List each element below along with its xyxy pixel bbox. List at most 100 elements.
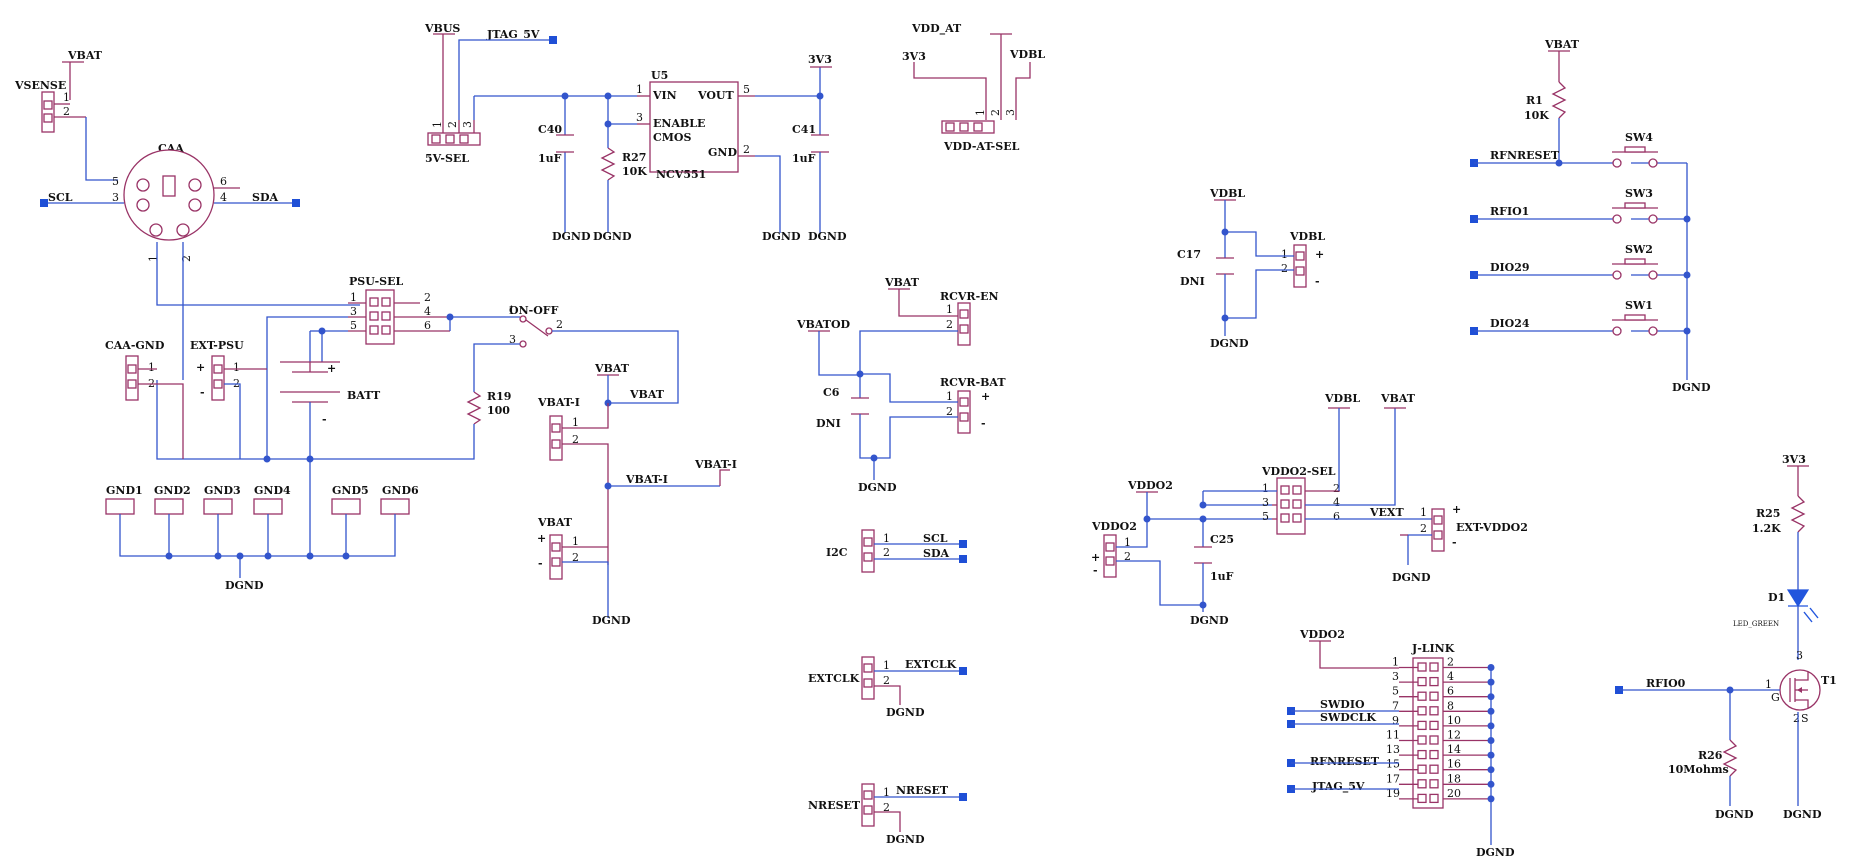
svg-text:SDA: SDA (923, 547, 949, 560)
svg-text:GND5: GND5 (332, 484, 369, 497)
svg-text:R1: R1 (1526, 94, 1543, 107)
svg-text:C40: C40 (538, 123, 562, 136)
svg-text:2: 2 (989, 109, 1002, 116)
svg-text:2: 2 (1420, 522, 1427, 535)
svg-text:-: - (1452, 536, 1457, 549)
svg-text:+: + (327, 362, 336, 375)
svg-text:SW4: SW4 (1625, 131, 1653, 144)
svg-text:5: 5 (1392, 685, 1399, 698)
gnd-pads: GND1 GND2 GND3 GND4 GND5 GND6 DGND (105, 459, 419, 592)
svg-text:ON-OFF: ON-OFF (509, 304, 559, 317)
svg-text:10K: 10K (622, 165, 647, 178)
led-icon (1786, 589, 1810, 608)
svg-text:-: - (981, 417, 986, 430)
svg-text:VDBL: VDBL (1009, 48, 1045, 61)
scl-port (40, 199, 48, 207)
svg-text:2: 2 (63, 105, 70, 118)
nreset-header: NRESET 12 NRESET DGND (808, 783, 967, 846)
svg-text:2: 2 (1333, 482, 1340, 495)
svg-text:R19: R19 (487, 390, 511, 403)
svg-text:4: 4 (220, 191, 227, 204)
svg-text:GND6: GND6 (382, 484, 419, 497)
svg-text:2: 2 (1793, 712, 1800, 725)
svg-text:+: + (1452, 503, 1461, 516)
ext-psu-header: EXT-PSU 12 + - (190, 339, 267, 459)
svg-text:RCVR-EN: RCVR-EN (940, 290, 999, 303)
svg-text:3: 3 (461, 121, 474, 128)
svg-text:SWDCLK: SWDCLK (1320, 711, 1376, 724)
svg-text:VBAT-I: VBAT-I (537, 396, 580, 409)
svg-text:1: 1 (974, 109, 987, 116)
svg-text:VBAT: VBAT (594, 362, 630, 375)
svg-text:VDBL: VDBL (1289, 230, 1325, 243)
svg-text:RFIO0: RFIO0 (1646, 677, 1686, 690)
svg-text:+: + (1091, 551, 1100, 564)
svg-text:100: 100 (487, 404, 510, 417)
svg-text:19: 19 (1386, 787, 1400, 800)
svg-text:1: 1 (883, 786, 890, 799)
svg-text:DGND: DGND (552, 230, 591, 243)
svg-text:GND4: GND4 (254, 484, 291, 497)
caa-scl-net: SCL (48, 191, 73, 204)
svg-text:14: 14 (1447, 743, 1461, 756)
svg-text:7: 7 (1392, 699, 1399, 712)
svg-text:SWDIO: SWDIO (1320, 698, 1365, 711)
svg-text:3V3: 3V3 (1782, 453, 1806, 466)
svg-text:-: - (322, 413, 327, 426)
svg-text:1: 1 (883, 532, 890, 545)
svg-text:9: 9 (1392, 714, 1399, 727)
svg-text:GND3: GND3 (204, 484, 241, 497)
svg-text:EXTCLK: EXTCLK (905, 658, 957, 671)
svg-text:1: 1 (883, 659, 890, 672)
vdd-at-sel-header: VDD_AT 3V3 VDBL 1 2 3 VDD-AT-SEL (902, 22, 1045, 153)
svg-text:GND1: GND1 (106, 484, 143, 497)
svg-text:6: 6 (424, 319, 431, 332)
svg-text:1: 1 (350, 291, 357, 304)
svg-text:VBAT-I: VBAT-I (694, 458, 737, 471)
svg-text:6: 6 (220, 175, 227, 188)
svg-text:2: 2 (883, 546, 890, 559)
svg-text:16: 16 (1447, 758, 1461, 771)
5v-sel-header: VBUS JTAG_5V 1 2 3 5V-SEL (424, 22, 557, 165)
svg-text:8: 8 (1447, 699, 1454, 712)
svg-text:DGND: DGND (886, 833, 925, 846)
svg-text:6: 6 (1447, 685, 1454, 698)
vsense-header: VSENSE VBAT 12 (14, 49, 118, 181)
svg-text:DGND: DGND (886, 706, 925, 719)
svg-text:ENABLE: ENABLE (653, 117, 705, 130)
svg-text:1: 1 (1420, 506, 1427, 519)
svg-text:RCVR-BAT: RCVR-BAT (940, 376, 1006, 389)
svg-text:VDDO2-SEL: VDDO2-SEL (1261, 465, 1336, 478)
vddo2-sel-block: VDDO2 VDDO2 12 + - C25 1uF DGND VDDO2-SE… (1091, 392, 1528, 627)
svg-text:3: 3 (350, 305, 357, 318)
svg-text:-: - (1093, 564, 1098, 577)
svg-text:VBAT: VBAT (629, 388, 665, 401)
caa-connector: CAA 53 64 1 2 SCL SDA (40, 142, 360, 380)
svg-text:2: 2 (1281, 262, 1288, 275)
svg-text:DGND: DGND (225, 579, 264, 592)
svg-text:R26: R26 (1698, 749, 1723, 762)
svg-text:2: 2 (572, 433, 579, 446)
svg-text:EXT-PSU: EXT-PSU (190, 339, 244, 352)
vbat-i-block: VBAT VBAT VBAT-I 12 VBAT-I VBAT-I VBAT 1… (537, 362, 737, 627)
svg-text:-: - (200, 386, 205, 399)
svg-text:DGND: DGND (592, 614, 631, 627)
svg-text:DIO24: DIO24 (1490, 317, 1530, 330)
u5-regulator: C40 1uF DGND R27 10K DGND U5 1 3 5 2 VIN… (474, 53, 847, 243)
jtag-5v-port (549, 36, 557, 44)
svg-text:2: 2 (1124, 550, 1131, 563)
svg-text:VDDO2: VDDO2 (1091, 520, 1137, 533)
svg-text:VBAT-I: VBAT-I (625, 473, 668, 486)
caa-gnd-header: CAA-GND 12 (105, 339, 184, 459)
svg-text:5: 5 (112, 175, 119, 188)
svg-text:3V3: 3V3 (902, 50, 926, 63)
svg-text:GND2: GND2 (154, 484, 191, 497)
svg-text:10Mohms: 10Mohms (1668, 763, 1729, 776)
c17-block: VDBL C17 DNI DGND VDBL 12 + - (1177, 187, 1325, 350)
svg-text:3: 3 (1796, 649, 1803, 662)
svg-text:1: 1 (1765, 678, 1772, 691)
svg-text:DGND: DGND (808, 230, 847, 243)
rcvr-block: VBAT RCVR-EN 12 VBATOD C6 DNI DGND RCVR-… (796, 276, 1006, 494)
svg-text:6: 6 (1333, 510, 1340, 523)
